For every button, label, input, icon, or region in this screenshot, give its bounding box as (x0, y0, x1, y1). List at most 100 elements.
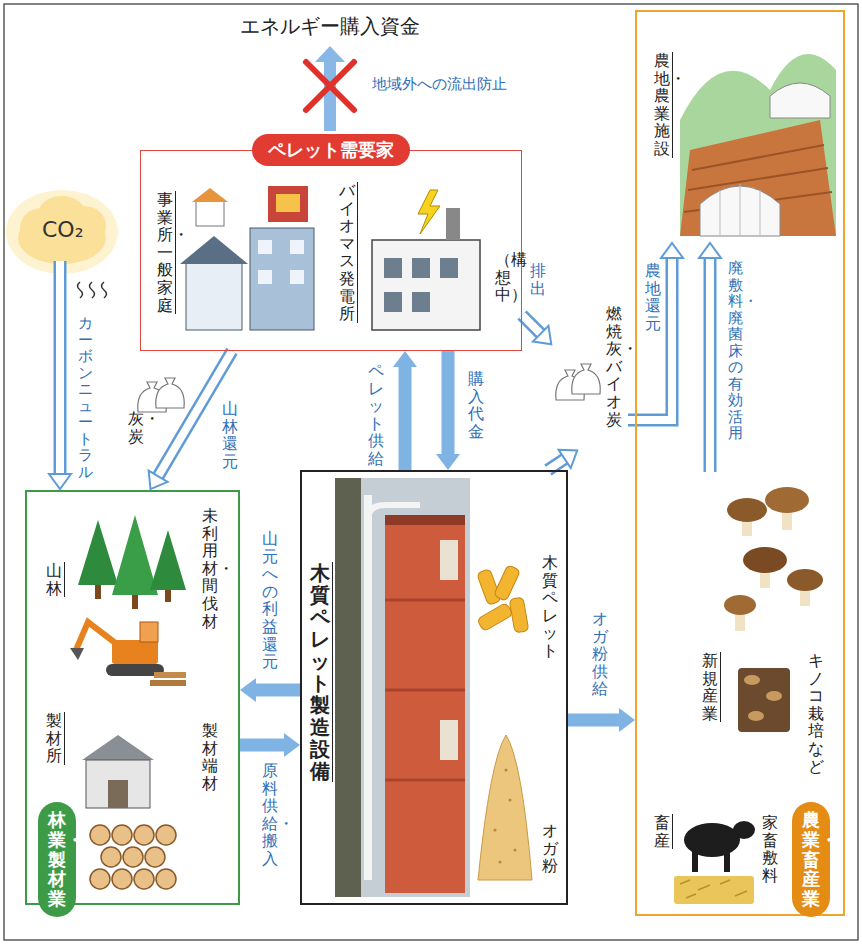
mushroom-illustration (765, 487, 809, 513)
page-frame (4, 4, 858, 940)
flow-arrow (710, 258, 711, 472)
cross-mark (306, 62, 354, 110)
material-label: 製材端材 (202, 722, 218, 792)
cross-mark (306, 62, 354, 110)
forest-illustration (76, 622, 118, 650)
arrow-shaft (399, 367, 412, 470)
arrow-outline (522, 315, 541, 334)
building-illustration (258, 270, 272, 284)
plant-photo (335, 478, 470, 897)
cow-illustration (733, 821, 755, 839)
mushroom-illustration (738, 668, 790, 732)
sawmill-illustration (90, 869, 110, 889)
facility-group: 事業所・一般家庭 (149, 176, 329, 346)
edge-label: 山林還元 (222, 400, 238, 470)
plant-photo (440, 540, 458, 580)
sawmill-illustration (156, 825, 176, 845)
mushroom-illustration (748, 711, 764, 721)
plant-photo (368, 505, 420, 520)
forest-illustration (150, 680, 186, 686)
funds-label: エネルギー購入資金 (240, 14, 420, 38)
plant-photo (385, 600, 465, 780)
plant-photo (364, 495, 372, 880)
arrow-outline (548, 459, 565, 470)
farmland-illustration (680, 54, 836, 236)
sawmill-illustration (145, 847, 165, 867)
power-plant-illustration (384, 292, 402, 312)
arrow-shaft (548, 459, 565, 470)
mushroom-illustration (766, 691, 782, 701)
sector-badge: 林業・製材業 (38, 802, 76, 917)
facility-title: 木質ペレット製造設備 (310, 562, 333, 782)
building-illustration (268, 186, 308, 222)
page-frame (4, 4, 858, 940)
plant-photo (385, 515, 465, 893)
flow-arrow (60, 261, 61, 474)
forest-illustration (140, 622, 158, 642)
plant-photo (335, 478, 470, 897)
building-illustration (290, 270, 304, 284)
flow-arrow (240, 745, 284, 746)
sawmill-illustration (112, 869, 132, 889)
forest-illustration (78, 520, 118, 585)
sector-badge: ペレット需要家 (252, 134, 410, 166)
example-label: キノコ栽培など (808, 652, 824, 775)
sawdust-icon (478, 735, 532, 880)
facility-heading: 山林 (46, 562, 65, 597)
plant-photo (385, 515, 465, 525)
straw-bedding (674, 876, 754, 904)
forest-illustration (70, 648, 84, 660)
edge-label: 原料供給・搬入 (262, 762, 278, 868)
facility-heading: 製材所 (46, 712, 65, 765)
edge-label: 農地還元 (645, 262, 661, 332)
building-illustration (258, 240, 304, 284)
mushroom-illustration (727, 498, 767, 522)
edge-label: 廃敷料・廃菌床の有効活用 (728, 260, 743, 442)
product-group: 木質ペレット (476, 542, 564, 692)
power-plant-illustration (372, 190, 480, 330)
edge-label: オガ粉供給 (592, 610, 608, 698)
material-label: 家畜敷料 (762, 814, 778, 884)
byproduct-label: 燃焼灰・バイオ炭 (606, 305, 622, 428)
emission-squiggle (90, 282, 95, 298)
product-group: オガ粉 (476, 702, 564, 897)
pellet-icon (477, 565, 529, 633)
arrow-outline (704, 258, 717, 472)
arrow-outline (158, 351, 232, 476)
mushroom-illustration (787, 569, 823, 591)
pellet-icon (493, 565, 520, 602)
sawmill-illustration (90, 825, 110, 845)
power-plant-illustration (412, 258, 430, 278)
flow-arrow (548, 459, 565, 470)
flow-arrow (158, 351, 232, 476)
edge-label: ペレット供給 (368, 362, 384, 468)
forest-illustration (112, 515, 158, 595)
cow-illustration (724, 850, 730, 872)
sector-panel: 農業・畜産業農地・農業施設新規産業キノコ栽培など畜産家畜敷料 (635, 10, 845, 916)
sawmill-illustration (82, 735, 176, 889)
pellet-icon (509, 597, 529, 633)
facility-group: 畜産家畜敷料 (644, 802, 784, 912)
mushroom-illustration (744, 675, 760, 685)
building-illustration (192, 188, 228, 202)
farmland-illustration (720, 184, 760, 236)
flow-arrow (448, 351, 449, 454)
building-illustration (186, 262, 242, 330)
arrow-shaft (522, 315, 541, 334)
ash-bag-icon (156, 378, 185, 408)
straw-bedding (680, 880, 747, 898)
building-illustration (290, 240, 304, 254)
sector-panel: 林業・製材業製材所製材端材山林未利用材・間伐材 (25, 490, 240, 905)
flow-arrow (256, 690, 300, 691)
outflow-arrow (324, 62, 336, 131)
sawmill-illustration (82, 735, 154, 760)
edge-label: 排出 (530, 262, 546, 297)
power-plant-illustration (384, 258, 402, 278)
sawmill-illustration (134, 825, 154, 845)
forest-illustration (132, 595, 138, 609)
sawmill-illustration (101, 847, 121, 867)
pellet-icon (477, 602, 513, 631)
power-plant-illustration (384, 258, 458, 312)
arrow-shaft (240, 739, 284, 752)
power-plant-illustration (372, 240, 480, 330)
